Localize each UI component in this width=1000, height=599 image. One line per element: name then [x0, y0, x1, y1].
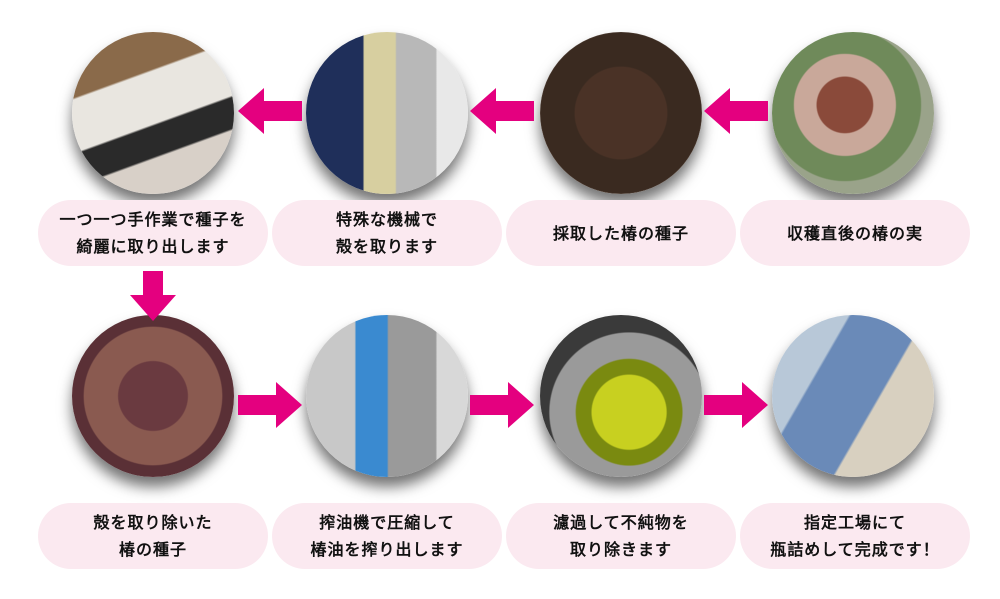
- arrow-left-icon: [704, 88, 768, 134]
- step-label-6: 搾油機で圧縮して椿油を搾り出します: [272, 503, 502, 569]
- arrow-down-icon: [130, 271, 176, 321]
- label-text: 椿油を搾り出します: [310, 540, 464, 559]
- arrow-right-icon: [470, 382, 534, 428]
- label-text: 搾油機で圧縮して: [319, 513, 455, 532]
- photo-oil-press: [306, 315, 468, 477]
- label-text: 椿の種子: [118, 540, 187, 559]
- step-label-4: 一つ一つ手作業で種子を綺麗に取り出します: [38, 200, 268, 266]
- arrow-left-icon: [470, 88, 534, 134]
- step-label-1: 収穫直後の椿の実: [740, 200, 970, 266]
- photo-hand-sorting: [72, 32, 234, 194]
- photo-harvested-seeds: [540, 32, 702, 194]
- photo-bottling-factory: [772, 315, 934, 477]
- label-text: 取り除きます: [569, 540, 672, 559]
- photo-shelled-seeds: [72, 315, 234, 477]
- label-text: 採取した椿の種子: [552, 223, 689, 243]
- label-text: 指定工場にて: [803, 513, 906, 532]
- label-text: 瓶詰めして完成です！: [770, 540, 940, 559]
- label-text: 綺麗に取り出します: [76, 237, 230, 256]
- arrow-right-icon: [238, 382, 302, 428]
- label-text: 特殊な機械で: [335, 210, 438, 229]
- photo-shelling-machine: [306, 32, 468, 194]
- label-text: 一つ一つ手作業で種子を: [59, 210, 247, 229]
- arrow-left-icon: [238, 88, 302, 134]
- step-label-5: 殻を取り除いた椿の種子: [38, 503, 268, 569]
- label-text: 収穫直後の椿の実: [786, 223, 923, 243]
- arrow-right-icon: [704, 382, 768, 428]
- step-label-8: 指定工場にて瓶詰めして完成です！: [740, 503, 970, 569]
- step-label-7: 濾過して不純物を取り除きます: [506, 503, 736, 569]
- label-text: 殻を取ります: [335, 237, 438, 256]
- step-label-3: 特殊な機械で殻を取ります: [272, 200, 502, 266]
- photo-oil-filtering: [540, 315, 702, 477]
- label-text: 殻を取り除いた: [93, 513, 213, 532]
- label-text: 濾過して不純物を: [553, 513, 689, 532]
- step-label-2: 採取した椿の種子: [506, 200, 736, 266]
- photo-camellia-fruit: [772, 32, 934, 194]
